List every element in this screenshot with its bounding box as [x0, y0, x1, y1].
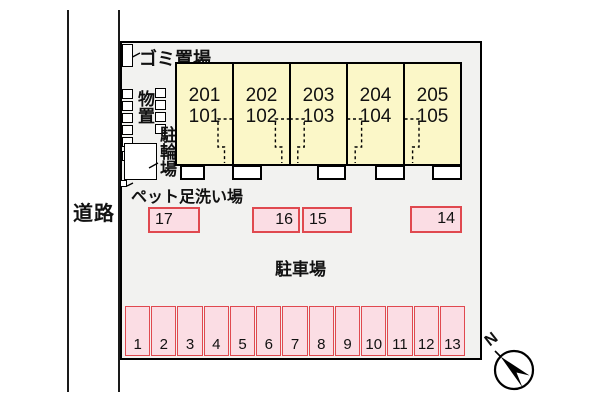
stall-number: 13	[444, 336, 461, 353]
building: 201 101 202 102 203 103 204 104 205	[175, 62, 462, 166]
stall-number: 8	[317, 336, 326, 353]
unit-number-upper: 204	[359, 85, 392, 106]
unit-number: 201 101	[177, 85, 232, 127]
parking-stall-14: 14	[410, 206, 462, 233]
parking-stall-9: 9	[334, 306, 361, 356]
stall-number: 5	[238, 336, 247, 353]
parking-stall-13: 13	[439, 306, 466, 356]
stall-number: 11	[392, 336, 408, 353]
parking-stall-2: 2	[151, 306, 177, 356]
building-unit-203-103: 203 103	[289, 64, 346, 164]
unit-number-lower: 105	[416, 106, 449, 127]
storage-locker	[155, 112, 166, 122]
pet-wash-icon	[120, 180, 127, 187]
building-unit-202-102: 202 102	[232, 64, 289, 164]
parking-stall-11: 11	[387, 306, 413, 356]
porch-box	[232, 165, 262, 180]
pet-wash-label: ペット足洗い場	[131, 189, 244, 206]
unit-number: 205 105	[405, 85, 460, 127]
unit-number-lower: 103	[302, 106, 335, 127]
unit-number-lower: 102	[245, 106, 278, 127]
north-label: N	[481, 329, 502, 350]
storage-locker	[155, 88, 166, 98]
unit-number-lower: 104	[359, 106, 392, 127]
stall-number: 2	[159, 336, 169, 353]
porch-box	[432, 165, 462, 180]
storage-locker	[155, 124, 166, 134]
parking-stall-15: 15	[302, 207, 352, 233]
bicycle-parking-icon	[124, 143, 157, 180]
unit-number: 203 103	[291, 85, 346, 127]
porch-box	[375, 165, 405, 180]
parking-stall-16: 16	[252, 207, 300, 233]
stall-number: 6	[264, 336, 273, 353]
stall-number: 3	[185, 336, 195, 353]
compass-circle	[493, 349, 535, 391]
stall-number: 4	[212, 336, 221, 353]
parking-stall-3: 3	[177, 306, 203, 356]
building-unit-201-101: 201 101	[177, 64, 232, 164]
unit-number: 202 102	[234, 85, 289, 127]
unit-number-lower: 101	[188, 106, 221, 127]
parking-stall-10: 10	[361, 306, 387, 356]
unit-number-upper: 205	[416, 85, 449, 106]
unit-number-upper: 202	[245, 85, 278, 106]
bicycle-parking-label: 駐輪場	[157, 126, 176, 177]
parking-stall-7: 7	[282, 306, 308, 356]
building-unit-204-104: 204 104	[346, 64, 403, 164]
parking-stall-6: 6	[256, 306, 282, 356]
parking-stall-row: 1 2 3 4 5 6 7 8 9 10 11 12 13	[125, 306, 466, 356]
storage-locker	[122, 113, 133, 123]
road-label: 道路	[73, 203, 115, 225]
porch-box	[317, 165, 346, 180]
compass-needle-tip	[494, 350, 502, 358]
storage-label: 物置	[135, 90, 154, 124]
stall-number: 15	[309, 211, 327, 228]
unit-number: 204 104	[348, 85, 403, 127]
porch-box	[180, 165, 205, 180]
road-edge-line-right	[118, 10, 120, 392]
parking-stall-17: 17	[148, 207, 200, 233]
unit-number-upper: 203	[302, 85, 335, 106]
parking-stall-8: 8	[308, 306, 334, 356]
storage-locker	[122, 125, 133, 135]
parking-stall-12: 12	[413, 306, 439, 356]
stall-number: 9	[343, 336, 352, 353]
parking-stall-5: 5	[229, 306, 256, 356]
parking-lot-label: 駐車場	[275, 260, 326, 279]
stall-number: 7	[290, 336, 300, 353]
parking-stall-4: 4	[203, 306, 229, 356]
stall-number: 17	[155, 211, 173, 228]
stall-number: 1	[133, 336, 142, 353]
stall-number: 12	[417, 336, 435, 353]
stall-number: 10	[365, 336, 383, 353]
storage-locker	[122, 101, 133, 111]
storage-locker	[155, 100, 166, 110]
storage-locker	[122, 89, 133, 99]
building-unit-205-105: 205 105	[403, 64, 460, 164]
unit-number-upper: 201	[188, 85, 221, 106]
parking-stall-1: 1	[125, 306, 151, 356]
stall-number: 14	[437, 210, 455, 227]
compass-needle-icon	[500, 356, 530, 388]
stall-number: 16	[275, 211, 293, 228]
garbage-area-icon	[122, 44, 133, 67]
road-edge-line-left	[67, 10, 69, 392]
